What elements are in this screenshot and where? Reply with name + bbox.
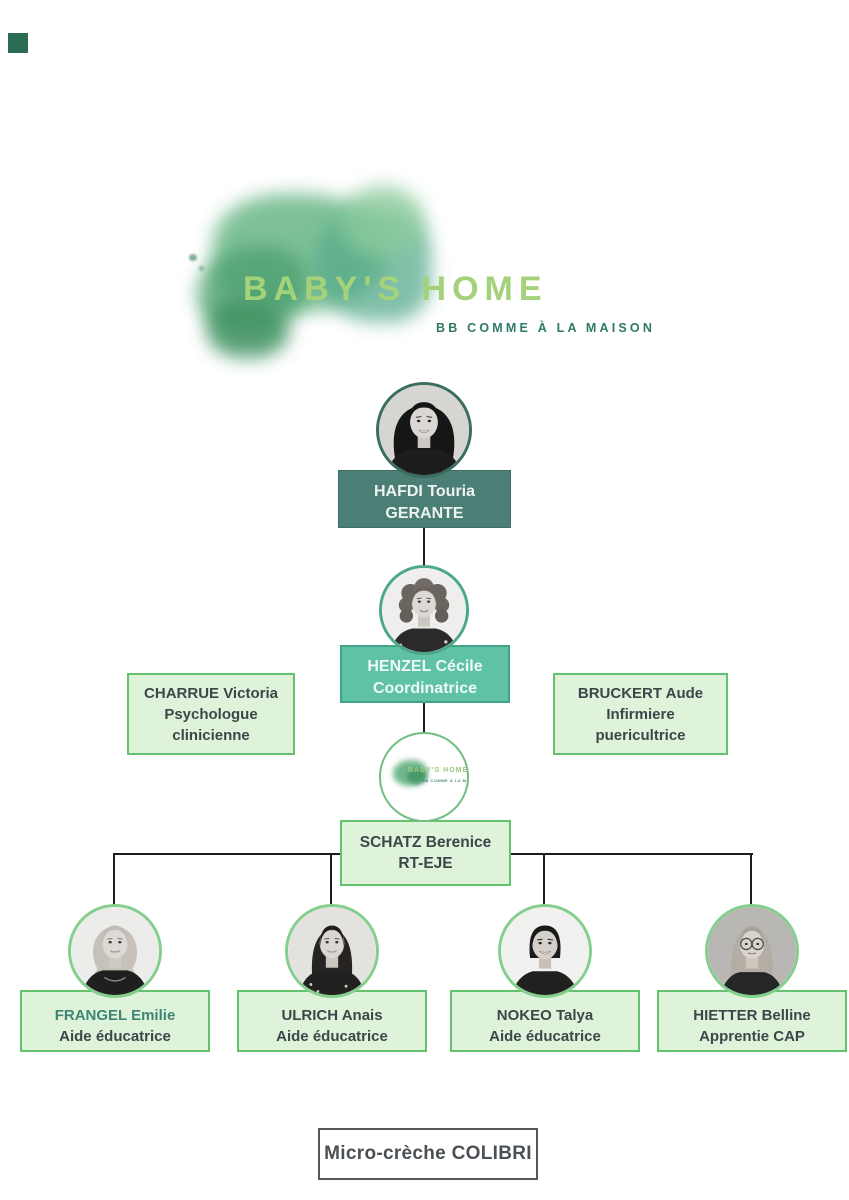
person-name: HIETTER Belline — [693, 1007, 811, 1024]
connector-drop-2 — [330, 853, 332, 905]
node-team-member: ULRICH Anais Aide éducatrice — [237, 990, 427, 1052]
person-name: BRUCKERT Aude — [577, 684, 704, 702]
brand-tagline: BB COMME À LA MAISON — [436, 321, 656, 335]
node-team-member: HIETTER Belline Apprentie CAP — [657, 990, 847, 1052]
connector-drop-3 — [543, 853, 545, 905]
person-name: SCHATZ Berenice — [359, 834, 492, 851]
person-role: Coordinatrice — [372, 680, 477, 697]
mini-brand-wordmark: BABY'S HOME — [408, 767, 469, 774]
person-role: RT-EJE — [398, 855, 453, 872]
avatar — [382, 568, 466, 652]
connector-drop-1 — [113, 853, 115, 905]
connector-coordinatrice-referente — [423, 703, 425, 733]
person-name: HENZEL Cécile — [367, 658, 483, 675]
photo-ulrich-anais — [285, 904, 379, 998]
logo-circle: BABY'S HOME BB COMME À LA MAISON — [379, 732, 469, 822]
node-team-member: FRANGEL Emilie Aide éducatrice — [20, 990, 210, 1052]
footer-title: Micro-crèche COLIBRI — [324, 1143, 532, 1164]
avatar — [501, 907, 589, 995]
person-role: Aide éducatrice — [59, 1028, 171, 1045]
node-rt-eje: SCHATZ Berenice RT-EJE — [340, 820, 511, 886]
person-role: Apprentie CAP — [699, 1028, 805, 1045]
brand-wordmark: BABY'S HOME — [243, 270, 548, 308]
avatar — [379, 385, 469, 475]
avatar — [708, 907, 796, 995]
person-name: CHARRUE Victoria — [144, 684, 278, 702]
person-name: FRANGEL Emilie — [54, 1007, 176, 1024]
avatar — [288, 907, 376, 995]
connector-drop-4 — [750, 853, 752, 905]
brand-logo: BABY'S HOME BB COMME À LA MAISON — [185, 186, 665, 363]
person-name: NOKEO Talya — [496, 1007, 594, 1024]
photo-henzel-cecile — [379, 565, 469, 655]
node-gerante: HAFDI Touria GERANTE — [338, 470, 511, 528]
person-role: Aide éducatrice — [489, 1028, 601, 1045]
node-infirmiere: BRUCKERT Aude Infirmiere puericultrice — [553, 673, 728, 755]
mini-brand-tagline: BB COMME À LA MAISON — [422, 778, 467, 783]
node-team-member: NOKEO Talya Aide éducatrice — [450, 990, 640, 1052]
avatar — [71, 907, 159, 995]
corner-accent-square — [8, 33, 28, 53]
photo-hietter-belline — [705, 904, 799, 998]
person-role: Aide éducatrice — [276, 1028, 388, 1045]
footer-title-box: Micro-crèche COLIBRI — [318, 1128, 538, 1180]
connector-gerante-coordinatrice — [423, 528, 425, 566]
photo-hafdi-touria — [376, 382, 472, 478]
person-role: Infirmiere — [606, 705, 675, 723]
photo-nokeo-talya — [498, 904, 592, 998]
person-name: ULRICH Anais — [281, 1007, 383, 1024]
node-psychologue: CHARRUE Victoria Psychologue clinicienne — [127, 673, 295, 755]
person-role: GERANTE — [385, 505, 464, 522]
person-role: clinicienne — [172, 726, 250, 744]
person-role: puericultrice — [595, 726, 686, 744]
person-role: Psychologue — [164, 705, 258, 723]
person-name: HAFDI Touria — [373, 483, 476, 500]
photo-frangel-emilie — [68, 904, 162, 998]
